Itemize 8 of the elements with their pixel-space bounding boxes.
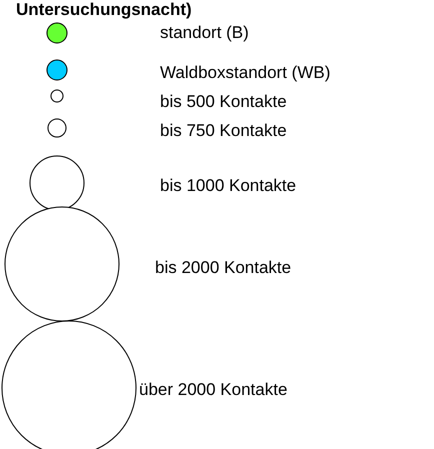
legend-label: standort (B) <box>160 23 249 43</box>
legend-label: bis 500 Kontakte <box>160 92 287 112</box>
legend-label: Waldboxstandort (WB) <box>160 63 330 83</box>
legend-label: bis 1000 Kontakte <box>160 176 296 196</box>
legend-label: bis 2000 Kontakte <box>155 258 292 278</box>
heading: Untersuchungsnacht) <box>16 0 192 20</box>
legend-label: bis 750 Kontakte <box>160 121 287 141</box>
legend-label: über 2000 Kontakte <box>139 380 288 400</box>
